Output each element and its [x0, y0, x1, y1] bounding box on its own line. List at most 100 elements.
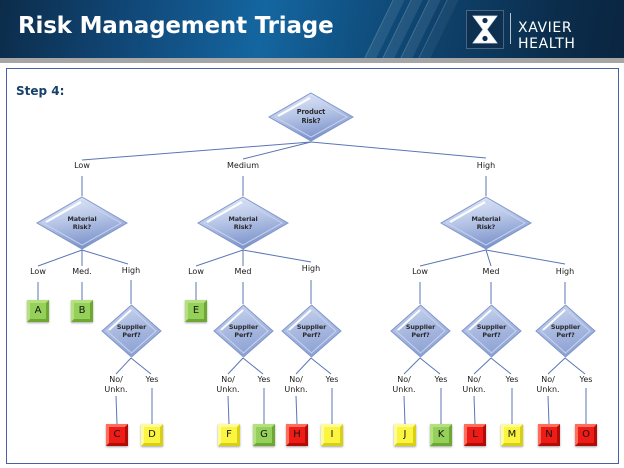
- edge-label-mathigh-high: High: [555, 267, 575, 276]
- outcome-letter: I: [330, 429, 334, 440]
- step-label: Step 4:: [16, 84, 65, 98]
- header-banner: Risk Management Triage XAVIER HEALTH: [0, 0, 624, 58]
- edge-label-product-low: Low: [74, 161, 90, 170]
- outcome-letter: F: [226, 429, 232, 440]
- edge-label-supplier1-no: No/ Unkn.: [104, 375, 128, 395]
- node-line1: Supplier: [405, 322, 436, 331]
- brand-name: XAVIER HEALTH: [518, 20, 576, 52]
- edge-label-supplier5-no: No/ Unkn.: [462, 375, 486, 395]
- outcome-letter: E: [192, 305, 200, 316]
- node-line2: Risk?: [476, 223, 496, 231]
- node-line2: Perf?: [234, 331, 253, 339]
- node-line2: Risk?: [233, 223, 253, 231]
- edge-label-matmed-high: High: [301, 264, 321, 273]
- edge-label-matlow-med: Med.: [72, 267, 92, 276]
- outcome-letter: M: [507, 429, 517, 440]
- brand-logo: XAVIER HEALTH: [466, 10, 612, 52]
- edge-label-supplier2-yes: Yes: [257, 375, 271, 384]
- header-underline: [0, 58, 624, 63]
- outcome-box-E[interactable]: E: [185, 300, 207, 322]
- edge-label-supplier6-no: No/ Unkn.: [536, 375, 560, 395]
- node-line1: Supplier: [116, 322, 147, 331]
- outcome-box-L[interactable]: L: [464, 424, 486, 446]
- outcome-letter: L: [472, 429, 478, 440]
- outcome-box-J[interactable]: J: [394, 424, 416, 446]
- diamond-shape: [440, 196, 532, 250]
- outcome-box-D[interactable]: D: [141, 424, 163, 446]
- xavier-x-icon: [466, 10, 504, 49]
- outcome-letter: G: [260, 429, 268, 440]
- x-mark-svg: [472, 15, 498, 44]
- edge-label-matmed-med: Med: [234, 267, 252, 276]
- outcome-box-N[interactable]: N: [538, 424, 560, 446]
- outcome-box-B[interactable]: B: [71, 300, 93, 322]
- outcome-box-C[interactable]: C: [106, 424, 128, 446]
- outcome-box-M[interactable]: M: [501, 424, 523, 446]
- outcome-box-O[interactable]: O: [575, 424, 597, 446]
- outcome-letter: N: [545, 429, 553, 440]
- edge-label-supplier5-yes: Yes: [505, 375, 519, 384]
- edge-label-supplier4-no: No/ Unkn.: [392, 375, 416, 395]
- outcome-box-A[interactable]: A: [27, 300, 49, 322]
- edge-label-supplier3-no: No/ Unkn.: [284, 375, 308, 395]
- outcome-letter: K: [437, 429, 445, 440]
- node-line1: Material: [471, 214, 501, 223]
- outcome-letter: A: [34, 305, 42, 316]
- diamond-shape: [36, 196, 128, 250]
- edge-label-matlow-high: High: [121, 266, 141, 275]
- page-title: Risk Management Triage: [18, 13, 334, 39]
- edge-label-supplier6-yes: Yes: [579, 375, 593, 384]
- edge-label-mathigh-low: Low: [412, 267, 428, 276]
- edge-label-product-medium: Medium: [227, 161, 259, 170]
- diamond-shape: [197, 196, 289, 250]
- outcome-box-H[interactable]: H: [286, 424, 308, 446]
- node-line1: Supplier: [550, 322, 581, 331]
- outcome-letter: H: [293, 429, 301, 440]
- outcome-letter: J: [403, 429, 407, 440]
- outcome-box-K[interactable]: K: [430, 424, 452, 446]
- diamond-shape: [213, 304, 274, 358]
- edge-label-mathigh-med: Med: [482, 267, 500, 276]
- node-line2: Risk?: [72, 223, 92, 231]
- node-line1: Product: [296, 108, 326, 117]
- node-line2: Perf?: [556, 331, 575, 339]
- node-line2: Perf?: [302, 331, 321, 339]
- edge-label-matlow-low: Low: [30, 267, 46, 276]
- outcome-box-I[interactable]: I: [321, 424, 343, 446]
- edge-label-supplier3-yes: Yes: [325, 375, 339, 384]
- outcome-letter: D: [148, 429, 156, 440]
- outcome-letter: C: [113, 429, 121, 440]
- outcome-letter: O: [582, 429, 590, 440]
- outcome-box-F[interactable]: F: [218, 424, 240, 446]
- outcome-box-G[interactable]: G: [253, 424, 275, 446]
- edge-label-supplier4-yes: Yes: [434, 375, 448, 384]
- diamond-shape: [535, 304, 596, 358]
- diamond-shape: [461, 304, 522, 358]
- diamond-shape: [390, 304, 451, 358]
- node-line1: Material: [67, 214, 97, 223]
- outcome-letter: B: [78, 305, 86, 316]
- edge-label-matmed-low: Low: [188, 267, 204, 276]
- node-line2: Perf?: [482, 331, 501, 339]
- node-line2: Risk?: [301, 117, 321, 125]
